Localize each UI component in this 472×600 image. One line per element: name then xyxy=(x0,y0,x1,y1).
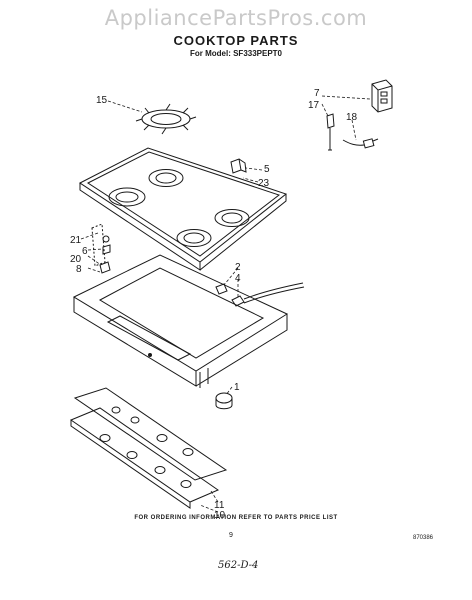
model-subtitle: For Model: SF333PEPT0 xyxy=(189,49,283,58)
callout-11: 11 xyxy=(214,500,225,511)
callout-21: 21 xyxy=(70,235,82,246)
callout-17: 17 xyxy=(308,100,320,111)
spark-electrode xyxy=(326,113,335,151)
callout-15: 15 xyxy=(96,95,108,106)
page-number: 9 xyxy=(229,532,233,539)
watermark: AppliancePartsPros.com xyxy=(104,6,368,30)
small-hardware xyxy=(91,223,111,274)
page-title: COOKTOP PARTS xyxy=(173,33,299,48)
callout-4: 4 xyxy=(235,273,241,284)
callout-6: 6 xyxy=(82,246,88,257)
control-panel xyxy=(69,387,228,509)
callout-1: 1 xyxy=(234,382,240,393)
handwritten-note: 562-D-4 xyxy=(218,560,259,571)
burner-box xyxy=(72,254,289,388)
document-code: 870386 xyxy=(413,535,434,541)
ordering-note: FOR ORDERING INFORMATION REFER TO PARTS … xyxy=(134,515,338,521)
control-knob xyxy=(215,392,233,410)
callout-23: 23 xyxy=(258,178,270,189)
burner-grate xyxy=(135,103,197,135)
leader-lines xyxy=(80,95,371,513)
callout-10: 10 xyxy=(214,510,226,521)
cooktop-main-top xyxy=(79,147,288,271)
callout-8: 8 xyxy=(76,264,82,275)
ignition-wire xyxy=(342,138,379,149)
mounting-bracket xyxy=(230,158,247,174)
callout-5: 5 xyxy=(264,164,270,175)
callout-labels: 15 7 17 18 5 23 21 6 20 8 2 4 1 11 10 xyxy=(70,88,358,521)
callout-7: 7 xyxy=(314,88,320,99)
ignition-module xyxy=(371,79,393,113)
callout-2: 2 xyxy=(235,262,241,273)
callout-20: 20 xyxy=(70,254,82,265)
burner-tube xyxy=(215,282,305,307)
callout-18: 18 xyxy=(346,112,358,123)
